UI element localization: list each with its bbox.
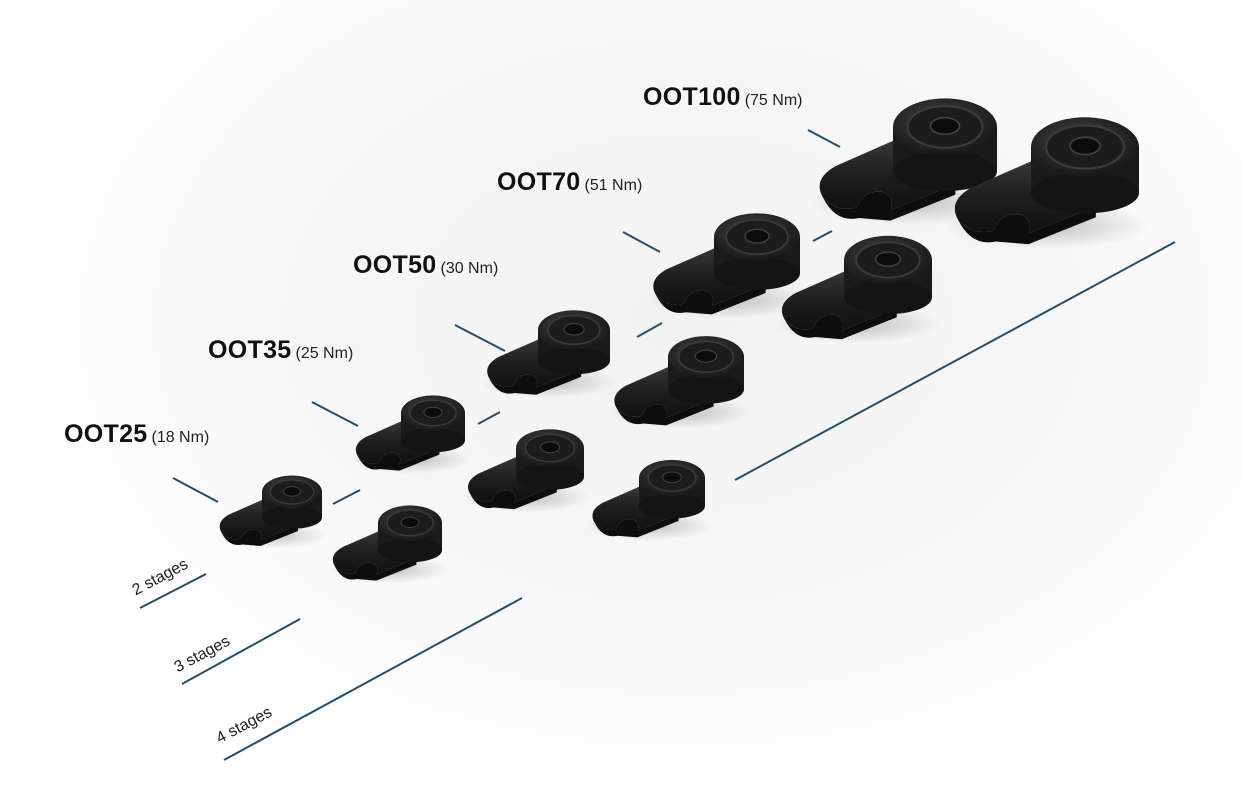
actuator-oot50-3stage [460,428,592,514]
model-torque: (30 Nm) [440,260,499,277]
model-label-oot25: OOT25(18 Nm) [64,420,209,449]
model-label-oot35: OOT35(25 Nm) [208,336,353,365]
model-name: OOT50 [353,251,437,279]
stage-line-3 [181,618,301,685]
actuator-oot50-4stage [585,459,713,542]
connector [332,489,361,505]
stage-line-2 [139,573,207,609]
actuator-oot70-3stage [606,335,753,430]
connector [477,411,501,425]
model-name: OOT70 [497,168,581,196]
leader-oot100 [807,129,841,148]
model-torque: (25 Nm) [295,345,354,362]
leader-oot50 [454,324,506,352]
leader-oot35 [311,401,359,427]
model-torque: (18 Nm) [151,429,210,446]
model-name: OOT25 [64,420,148,448]
actuator-oot35-3stage [326,504,450,585]
model-torque: (75 Nm) [744,92,803,109]
stage-line-4 [223,597,523,761]
model-name: OOT35 [208,336,292,364]
model-label-oot70: OOT70(51 Nm) [497,168,642,197]
actuator-oot50-2stage [479,309,618,400]
model-name: OOT100 [643,83,741,111]
actuator-oot25-2stage [213,474,329,550]
actuator-oot35-2stage [349,394,473,475]
leader-oot25 [172,477,219,503]
model-label-oot100: OOT100(75 Nm) [643,83,802,112]
leader-oot70 [622,231,661,253]
stage-line-4-far [734,241,1176,481]
model-torque: (51 Nm) [584,177,643,194]
connector [636,322,663,338]
model-label-oot50: OOT50(30 Nm) [353,251,498,280]
connector [812,230,833,242]
